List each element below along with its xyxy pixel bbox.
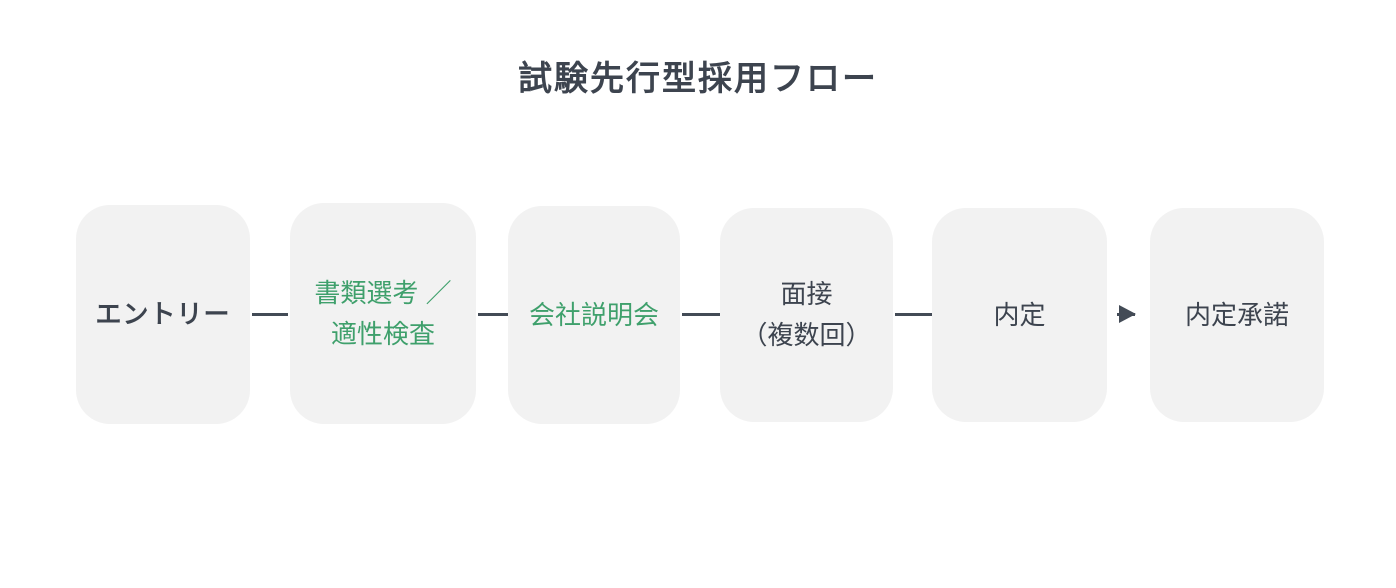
flow-node-company-briefing-label: 会社説明会 bbox=[528, 299, 659, 330]
connector-company-briefing-to-interview bbox=[682, 313, 720, 316]
connector-interview-to-job-offer bbox=[895, 313, 932, 316]
page-title: 試験先行型採用フロー bbox=[518, 60, 878, 98]
flow-node-offer-acceptance-label: 内定承諾 bbox=[1184, 299, 1289, 330]
flow-node-document-screening-label: 書類選考 ／ 適性検査 bbox=[314, 277, 452, 349]
connector-document-screening-to-company-briefing bbox=[478, 313, 508, 316]
flow-node-entry-label: エントリー bbox=[95, 299, 231, 329]
flow-node-offer-acceptance[interactable]: 内定承諾 bbox=[1150, 208, 1324, 422]
flow-node-row: エントリー 書類選考 ／ 適性検査 会社説明会 面接 （複数回） 内定 bbox=[76, 203, 1324, 425]
connector-arrow-job-offer-to-offer-acceptance bbox=[1117, 305, 1136, 323]
flow-node-interview-label: 面接 （複数回） bbox=[741, 279, 872, 350]
flow-node-company-briefing[interactable]: 会社説明会 bbox=[508, 206, 680, 424]
flow-node-document-screening[interactable]: 書類選考 ／ 適性検査 bbox=[290, 203, 476, 424]
flow-node-interview[interactable]: 面接 （複数回） bbox=[720, 208, 893, 422]
connector-entry-to-document-screening bbox=[252, 313, 288, 316]
flow-node-job-offer-label: 内定 bbox=[993, 299, 1046, 330]
flow-node-entry[interactable]: エントリー bbox=[76, 205, 250, 424]
flow-node-job-offer[interactable]: 内定 bbox=[932, 208, 1107, 422]
